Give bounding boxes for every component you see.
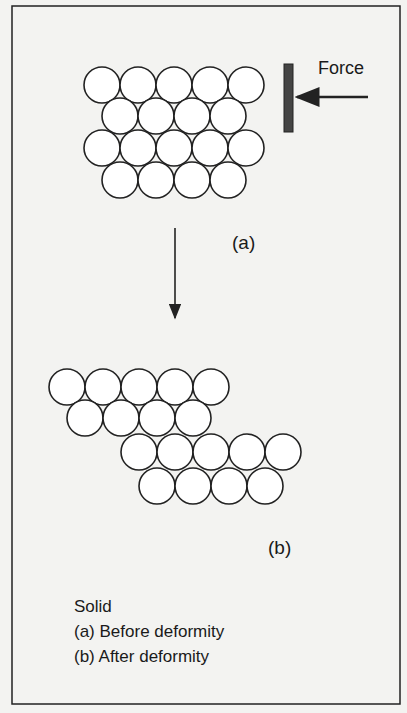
frame xyxy=(12,6,400,704)
down-arrow xyxy=(174,228,176,318)
particles-after xyxy=(49,369,301,504)
caption-line: (a) Before deformity xyxy=(74,622,224,642)
force-label: Force xyxy=(318,58,364,80)
figure-part-label: (a) xyxy=(232,232,255,255)
caption-line: (b) After deformity xyxy=(74,647,209,667)
figure-part-label: (b) xyxy=(268,537,291,560)
caption-title: Solid xyxy=(74,597,112,617)
force-arrow xyxy=(297,96,368,99)
push-plate xyxy=(284,64,293,132)
particles-before xyxy=(84,67,264,198)
